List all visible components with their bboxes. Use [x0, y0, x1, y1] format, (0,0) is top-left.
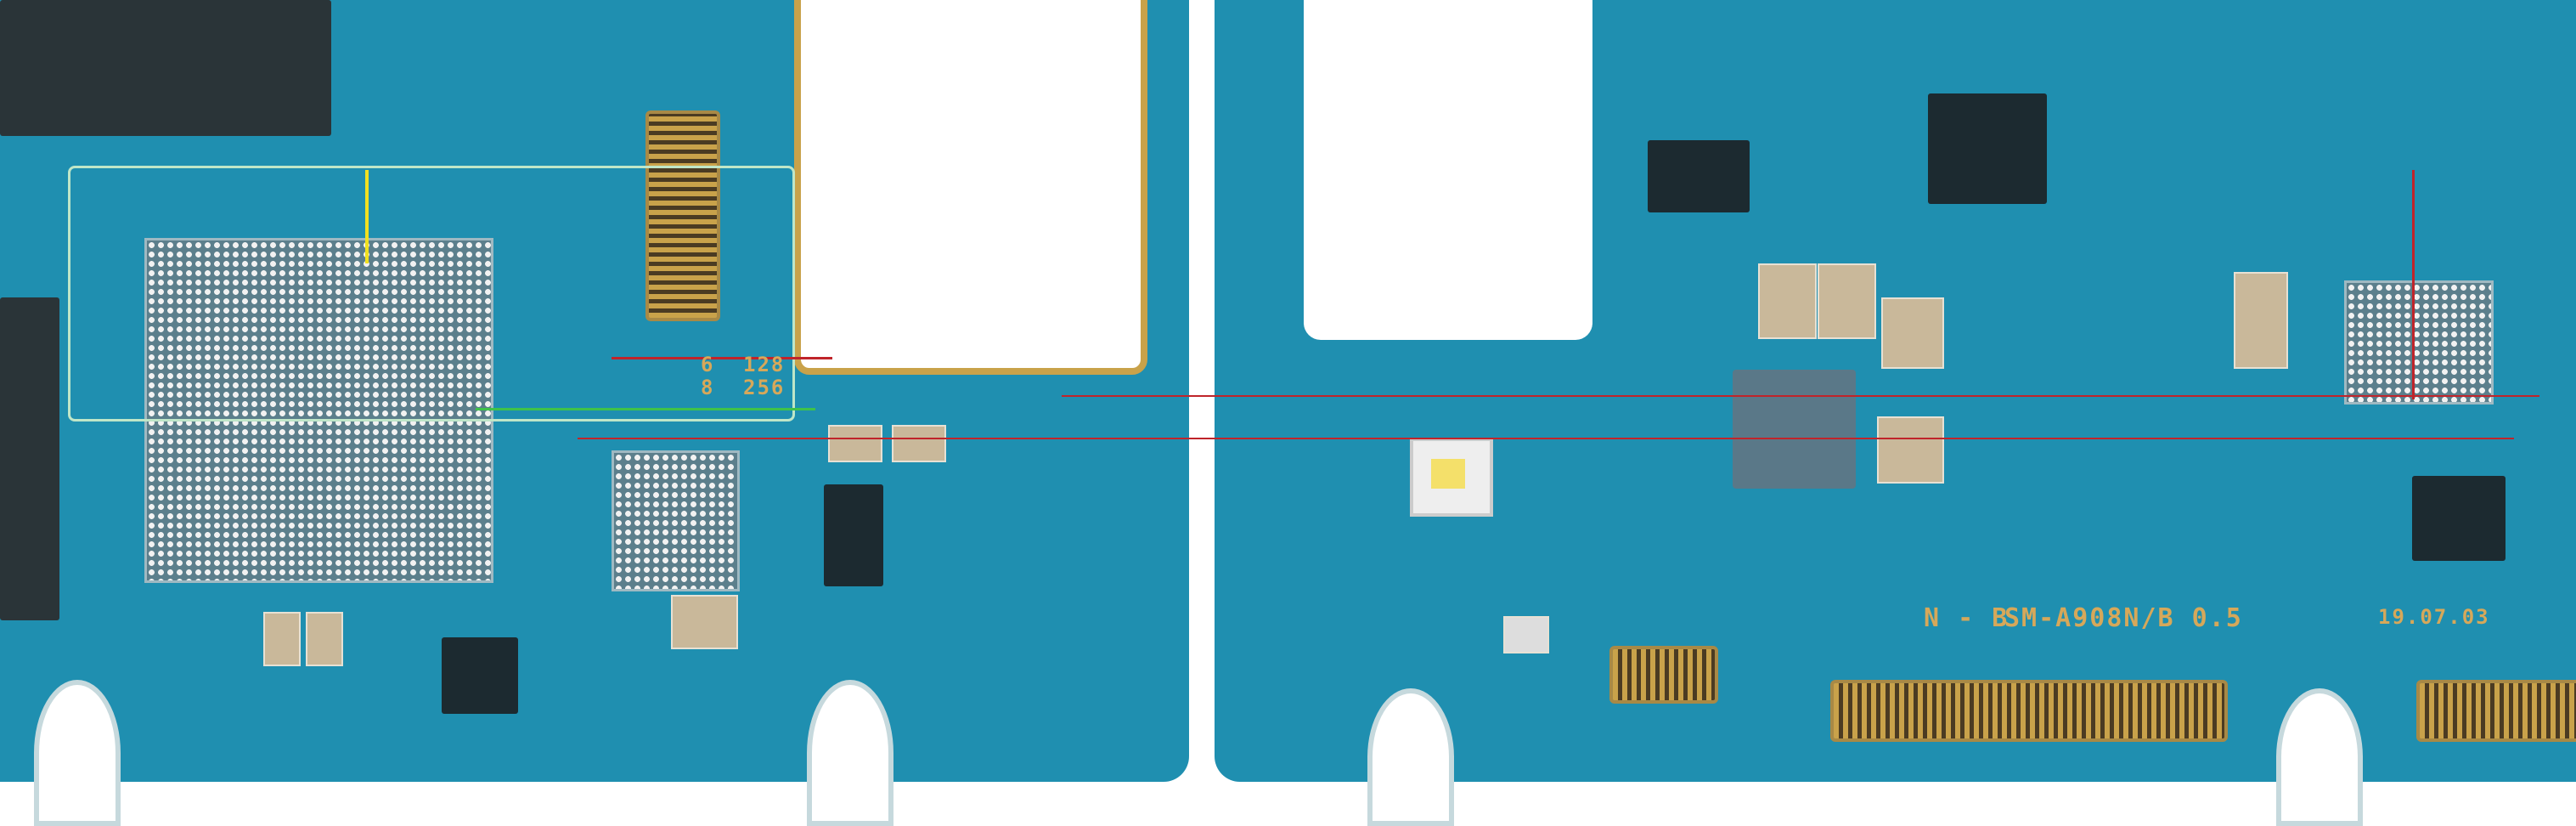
memory-size-128: 128	[743, 353, 786, 376]
ic-chip-grey	[1733, 370, 1856, 489]
trace-red	[2412, 170, 2415, 399]
ic-bga-pads-right	[2344, 280, 2494, 405]
trace-box	[68, 166, 795, 421]
model-label: SM-A908N/B 0.5	[2004, 603, 2243, 633]
edge-notch	[2276, 688, 2363, 826]
capacitor	[1503, 616, 1549, 653]
memory-index-6: 6	[701, 353, 715, 376]
capacitor	[263, 612, 301, 666]
memory-index-8: 8	[701, 376, 715, 399]
board-cutout-right	[1304, 0, 1592, 340]
capacitor	[306, 612, 343, 666]
trace-red	[612, 357, 832, 359]
capacitor	[671, 595, 738, 649]
capacitor	[1818, 263, 1876, 339]
led-flash	[1410, 438, 1493, 517]
edge-notch	[807, 680, 893, 826]
ic-chip	[0, 297, 59, 620]
ic-chip	[1928, 93, 2047, 204]
capacitor	[2234, 272, 2288, 369]
capacitor	[1881, 297, 1944, 369]
ic-chip	[824, 484, 883, 586]
board-connector	[2416, 680, 2576, 742]
memory-size-256: 256	[743, 376, 786, 399]
capacitor	[828, 425, 882, 462]
pmic-bga-pads	[612, 450, 740, 591]
variant-label: N - B	[1924, 603, 2010, 633]
trace-yellow	[365, 170, 369, 263]
capacitor	[892, 425, 946, 462]
ic-chip	[442, 637, 518, 714]
cpu-bga-pads	[144, 238, 493, 583]
ic-chip	[1648, 140, 1750, 212]
board-cutout-left	[794, 0, 1147, 375]
board-connector	[645, 110, 720, 321]
led-flash-lens	[1431, 459, 1465, 489]
capacitor	[1877, 416, 1944, 484]
emmc-chip	[0, 0, 331, 136]
board-connector	[1830, 680, 2228, 742]
date-code: 19.07.03	[2378, 605, 2490, 629]
edge-notch	[34, 680, 121, 826]
board-connector	[1609, 646, 1718, 704]
capacitor	[1758, 263, 1817, 339]
gap-between-boards	[1189, 0, 1215, 802]
ic-chip	[2412, 476, 2506, 561]
edge-notch	[1367, 688, 1454, 826]
probe-line-red	[1062, 395, 2539, 397]
trace-green	[476, 408, 815, 410]
probe-line-red	[578, 438, 2514, 439]
